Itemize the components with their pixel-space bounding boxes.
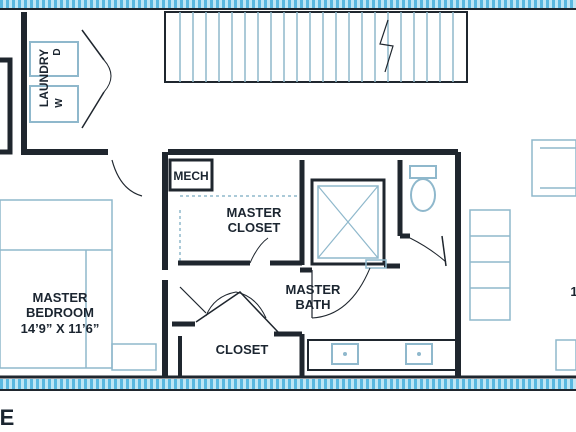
closet-label: CLOSET [216,342,269,357]
entry-door-swing [111,159,143,197]
footer-partial-label: E [0,405,14,430]
closet: CLOSET [162,280,305,377]
right-room: 1 [469,139,576,371]
shower [310,178,386,266]
master-bath-line2: BATH [295,297,330,312]
laundry-room: LAUNDRY D W [21,12,112,155]
master-bedroom-line1: MASTER [33,290,89,305]
master-closet-line1: MASTER [227,205,283,220]
dryer-label: D [52,48,63,55]
top-window-band [0,0,576,8]
left-wall-stub [0,57,13,155]
master-bedroom-dimensions: 14’9” X 11’6” [21,321,100,336]
bottom-window-band [0,379,576,389]
master-bath: MASTER BATH [286,259,457,371]
master-bedroom: MASTER BEDROOM 14’9” X 11’6” [0,199,157,371]
master-closet: MECH MASTER CLOSET [162,149,458,270]
right-room-partial-label: 1 [570,284,576,299]
laundry-label: LAUNDRY [37,49,51,107]
master-bath-line1: MASTER [286,282,342,297]
washer-label: W [54,98,65,108]
mech-label: MECH [173,169,208,183]
master-bedroom-line2: BEDROOM [26,305,94,320]
toilet-room [397,160,447,267]
master-closet-line2: CLOSET [228,220,281,235]
staircase [164,11,468,83]
